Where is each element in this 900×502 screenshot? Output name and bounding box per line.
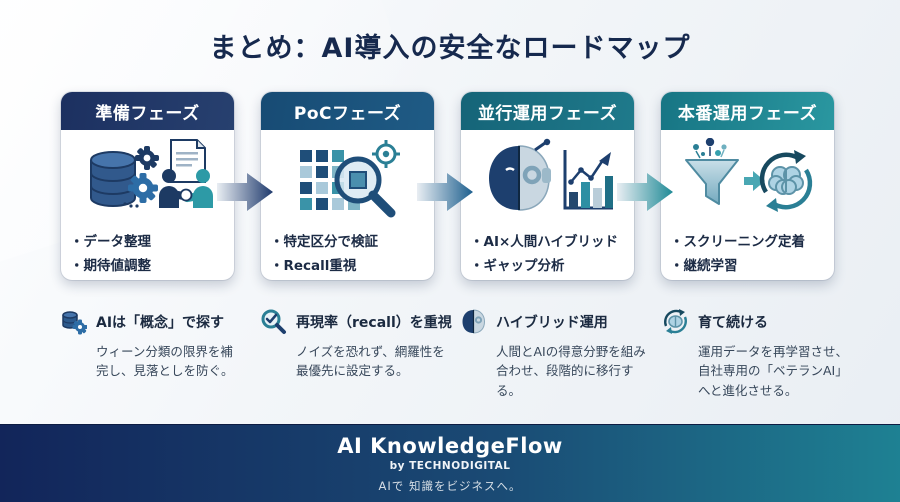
phase-header: 並行運用フェーズ (461, 92, 634, 130)
funnel-brain-cycle-icon (661, 130, 834, 230)
phase-card-poc: PoCフェーズ (261, 92, 434, 280)
phase-bullet: ・ギャップ分析 (470, 258, 565, 275)
note-body: ウィーン分類の限界を補 完し、見落としを防ぐ。 (96, 344, 234, 379)
phase-bullets: ・スクリーニング定着 ・継続学習 (661, 230, 834, 279)
flow-arrow-right-icon (617, 169, 673, 215)
phase-card-preparation: 準備フェーズ (61, 92, 234, 280)
page-title: まとめ：AI導入の安全なロードマップ (209, 33, 691, 64)
note-body: 運用データを再学習させ、 自社専用の「ベテランAI」 へと進化させる。 (698, 344, 849, 398)
note-concept-search: AIは「概念」で探す ウィーン分類の限界を補 完し、見落としを防ぐ。 (60, 308, 258, 381)
database-gear-icon (60, 308, 88, 335)
magnifier-check-icon (260, 308, 287, 335)
phase-bullet: ・継続学習 (670, 258, 738, 275)
phase-bullet: ・Recall重視 (270, 258, 357, 275)
phase-card-parallel-operation: 並行運用フェーズ (461, 92, 634, 280)
flow-arrow-right-icon (217, 169, 273, 215)
note-title: AIは「概念」で探す (96, 314, 225, 331)
phase-bullet: ・特定区分で検証 (270, 234, 378, 250)
human-ai-face-icon (460, 308, 487, 335)
phase-header: PoCフェーズ (261, 92, 434, 130)
phase-bullets: ・特定区分で検証 ・Recall重視 (261, 230, 434, 279)
note-body: 人間とAIの得意分野を組み 合わせ、段階的に移行する。 (496, 344, 646, 398)
phase-bullet: ・データ整理 (70, 234, 151, 250)
note-hybrid-operation: ハイブリッド運用 人間とAIの得意分野を組み 合わせ、段階的に移行する。 (460, 308, 658, 400)
phase-bullets: ・AI×人間ハイブリッド ・ギャップ分析 (461, 230, 634, 279)
brain-cycle-icon (662, 308, 689, 335)
note-title: ハイブリッド運用 (496, 314, 608, 331)
brand-name: AI KnowledgeFlow (337, 433, 563, 458)
phase-bullet: ・期待値調整 (70, 258, 151, 275)
note-keep-training: 育て続ける 運用データを再学習させ、 自社専用の「ベテランAI」 へと進化させる… (662, 308, 860, 400)
human-ai-face-chart-icon (461, 130, 634, 230)
grid-magnifier-target-icon (261, 130, 434, 230)
footer-banner: AI KnowledgeFlow by TECHNODIGITAL AIで 知識… (0, 424, 900, 502)
phase-card-production-operation: 本番運用フェーズ (661, 92, 834, 280)
flow-arrow-right-icon (417, 169, 473, 215)
phase-header: 本番運用フェーズ (661, 92, 834, 130)
database-gears-handshake-icon (61, 130, 234, 230)
phase-header: 準備フェーズ (61, 92, 234, 130)
phase-bullet: ・スクリーニング定着 (670, 234, 805, 250)
phase-bullets: ・データ整理 ・期待値調整 (61, 230, 234, 279)
note-title: 再現率（recall）を重視 (296, 314, 452, 331)
brand-tagline: AIで 知識をビジネスへ。 (378, 478, 522, 493)
note-body: ノイズを恐れず、網羅性を 最優先に設定する。 (296, 344, 445, 379)
brand-byline: by TECHNODIGITAL (389, 459, 511, 472)
note-recall-priority: 再現率（recall）を重視 ノイズを恐れず、網羅性を 最優先に設定する。 (260, 308, 458, 381)
phase-bullet: ・AI×人間ハイブリッド (470, 234, 619, 250)
note-title: 育て続ける (698, 314, 768, 331)
